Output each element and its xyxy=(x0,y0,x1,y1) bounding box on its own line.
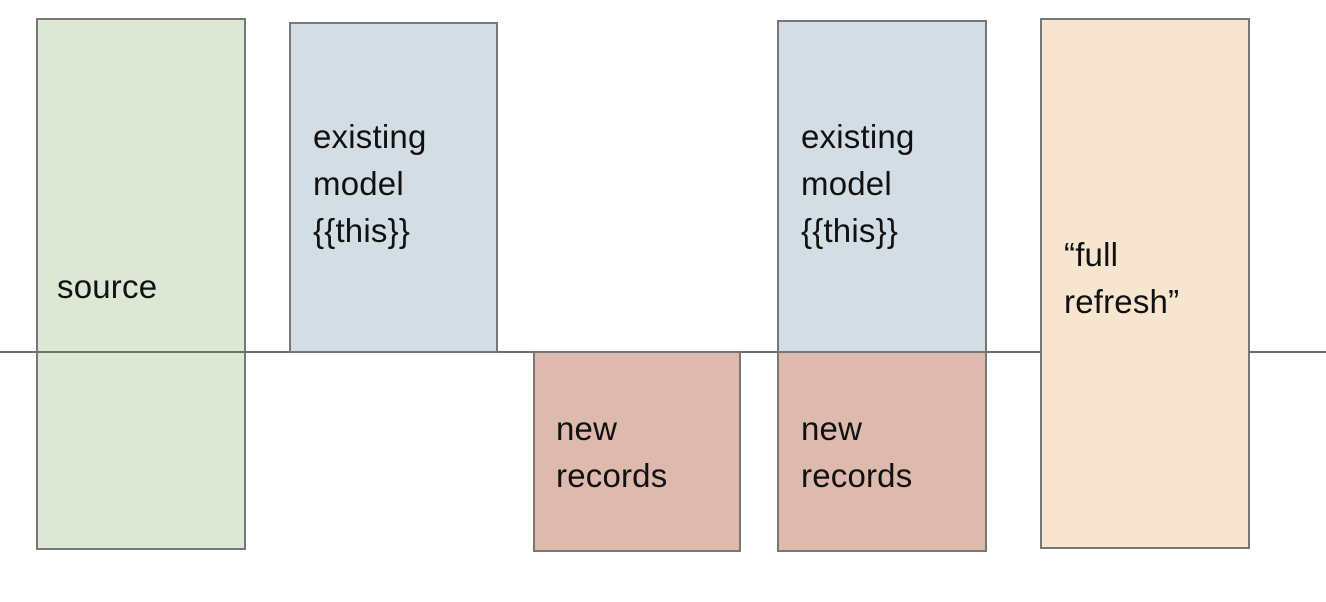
full-refresh-box: “full refresh” xyxy=(1040,18,1250,549)
existing-model-box-1: existing model {{this}} xyxy=(289,22,498,353)
existing-model-box-1-label: existing model {{this}} xyxy=(313,118,427,249)
source-box: source xyxy=(36,18,246,550)
existing-model-box-2: existing model {{this}} xyxy=(777,20,987,353)
new-records-box-1-label: new records xyxy=(556,410,668,494)
new-records-box-2-label: new records xyxy=(801,410,913,494)
full-refresh-box-label: “full refresh” xyxy=(1064,236,1180,320)
existing-model-box-2-label: existing model {{this}} xyxy=(801,118,915,249)
new-records-box-1: new records xyxy=(533,351,741,552)
new-records-box-2: new records xyxy=(777,351,987,552)
source-box-label: source xyxy=(57,268,158,305)
